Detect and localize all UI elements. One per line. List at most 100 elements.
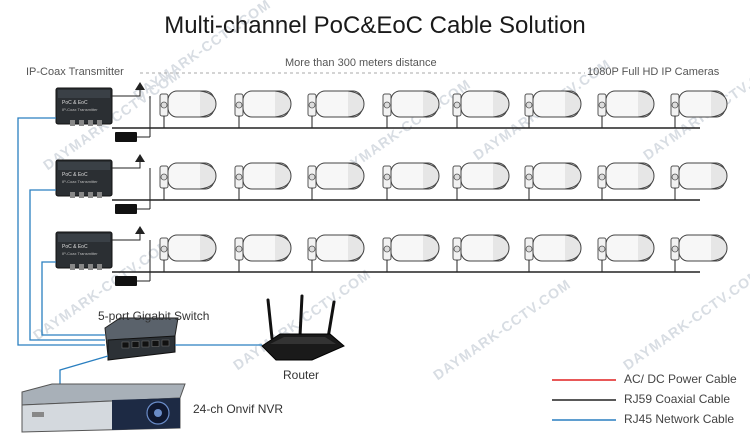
camera-sunshield <box>199 234 217 262</box>
camera <box>307 90 365 128</box>
transmitter-text: PoC & EoC <box>62 100 88 106</box>
camera <box>307 234 365 272</box>
camera <box>597 90 655 128</box>
camera <box>524 90 582 128</box>
legend-network-label: RJ45 Network Cable <box>624 412 735 426</box>
camera-sunshield <box>492 234 510 262</box>
camera-mount-joint <box>235 245 243 253</box>
camera-mount-joint <box>235 101 243 109</box>
router-antenna <box>266 298 274 340</box>
camera-mount-joint <box>160 245 168 253</box>
switch-port <box>151 340 160 347</box>
camera-mount-joint <box>671 101 679 109</box>
transmitter-text: PoC & EoC <box>62 172 88 178</box>
transmitter-port <box>88 120 93 126</box>
camera-mount-joint <box>453 245 461 253</box>
transmitter-port <box>88 264 93 270</box>
camera <box>670 234 728 272</box>
transmitter-port <box>79 192 84 198</box>
camera <box>234 162 292 200</box>
transmitter-port <box>97 192 102 198</box>
switch-label: 5-port Gigabit Switch <box>98 309 210 323</box>
camera-sunshield <box>637 234 655 262</box>
camera <box>234 234 292 272</box>
transmitter-port <box>88 192 93 198</box>
camera-mount-joint <box>598 245 606 253</box>
camera-sunshield <box>564 90 582 118</box>
camera-mount-joint <box>160 101 168 109</box>
camera-mount-joint <box>671 245 679 253</box>
power-plug <box>135 154 145 162</box>
transmitter-text: IP-Coax Transmitter <box>62 251 98 256</box>
camera-sunshield <box>710 90 728 118</box>
camera-mount-joint <box>598 173 606 181</box>
camera-mount-joint <box>383 101 391 109</box>
transmitter-top-face <box>58 90 110 98</box>
power-cable <box>112 162 141 169</box>
camera-mount-joint <box>160 173 168 181</box>
camera-sunshield <box>199 90 217 118</box>
network-cable <box>29 189 105 341</box>
camera <box>597 162 655 200</box>
camera-mount-joint <box>453 173 461 181</box>
camera <box>452 234 510 272</box>
camera-sunshield <box>347 162 365 190</box>
power-plug <box>135 82 145 90</box>
camera-sunshield <box>199 162 217 190</box>
transmitter-port <box>70 264 75 270</box>
nvr-label: 24-ch Onvif NVR <box>193 402 284 416</box>
camera <box>452 90 510 128</box>
camera <box>234 90 292 128</box>
camera-sunshield <box>274 90 292 118</box>
page-title: Multi-channel PoC&EoC Cable Solution <box>164 12 586 39</box>
camera-sunshield <box>710 234 728 262</box>
camera <box>307 162 365 200</box>
camera-sunshield <box>347 90 365 118</box>
transmitter-port <box>97 264 102 270</box>
transmitter-port <box>70 120 75 126</box>
network-cable <box>41 261 105 336</box>
camera <box>452 162 510 200</box>
power-cable <box>112 90 141 97</box>
camera <box>524 234 582 272</box>
camera <box>382 162 440 200</box>
legend-power-label: AC/ DC Power Cable <box>624 372 737 386</box>
nvr-device <box>21 383 186 433</box>
transmitter-text: PoC & EoC <box>62 244 88 250</box>
camera-sunshield <box>564 162 582 190</box>
network-cable <box>17 117 105 346</box>
camera-sunshield <box>637 162 655 190</box>
transmitter-top-face <box>58 234 110 242</box>
network-cable <box>59 355 109 385</box>
nvr-panel <box>112 398 180 430</box>
camera-sunshield <box>274 162 292 190</box>
camera-mount-joint <box>235 173 243 181</box>
camera-mount-joint <box>525 101 533 109</box>
nvr-dial-center <box>154 409 162 417</box>
router-antenna <box>298 294 304 338</box>
camera-mount-joint <box>308 173 316 181</box>
camera-mount-joint <box>525 173 533 181</box>
camera-mount-joint <box>308 245 316 253</box>
switch-port <box>131 341 140 348</box>
camera <box>670 90 728 128</box>
cameras-label: 1080P Full HD IP Cameras <box>587 66 720 78</box>
camera-sunshield <box>274 234 292 262</box>
power-cable <box>112 234 141 241</box>
power-adapter <box>115 132 137 142</box>
legend-coax-label: RJ59 Coaxial Cable <box>624 392 731 406</box>
camera <box>382 234 440 272</box>
camera <box>159 162 217 200</box>
camera-mount-joint <box>308 101 316 109</box>
switch-front <box>107 335 176 361</box>
camera <box>524 162 582 200</box>
transmitter-top-face <box>58 162 110 170</box>
camera-mount-joint <box>525 245 533 253</box>
transmitter-label: IP-Coax Transmitter <box>26 66 124 78</box>
transmitter-port <box>79 264 84 270</box>
camera <box>159 90 217 128</box>
